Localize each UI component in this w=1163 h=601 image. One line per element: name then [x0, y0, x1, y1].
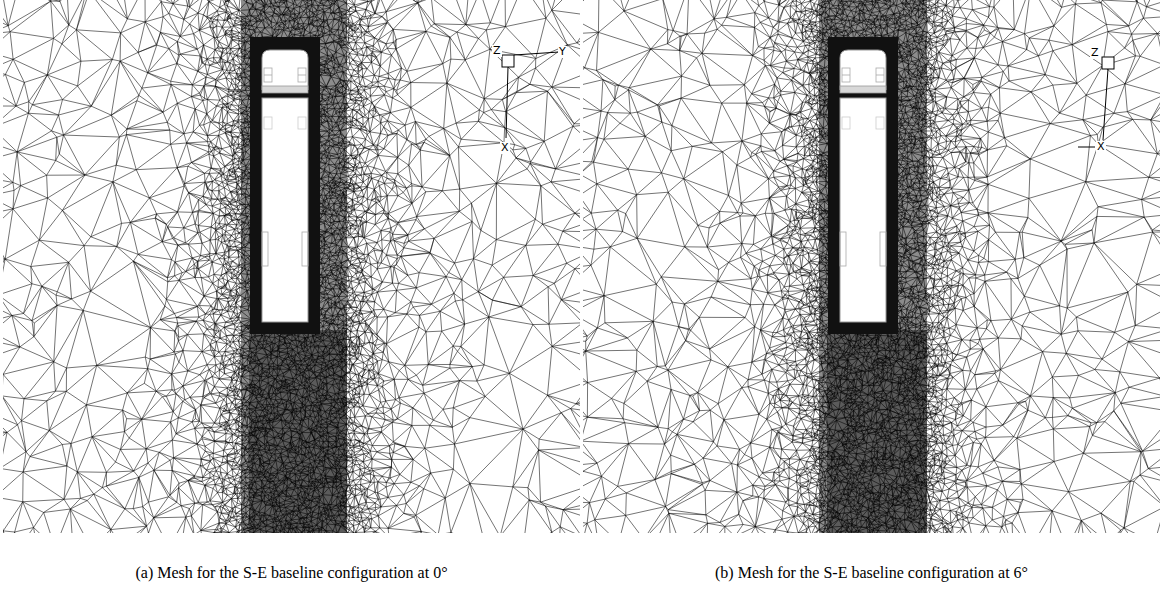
vehicle-outline [840, 50, 886, 322]
mesh-panel [3, 0, 580, 533]
mesh-lines [3, 0, 580, 533]
subfigure-caption: (a) Mesh for the S-E baseline configurat… [3, 563, 580, 582]
axis-label: Z [492, 45, 502, 57]
axis-triad [1078, 57, 1114, 147]
axis-label: X [500, 142, 510, 154]
near-body-layer [828, 37, 898, 334]
mesh-lines [583, 0, 1160, 533]
vehicle-outline [262, 50, 308, 322]
axis-triad [502, 52, 559, 138]
subfigure-caption: (b) Mesh for the S-E baseline configurat… [583, 563, 1160, 582]
axis-label: Z [1090, 47, 1100, 59]
refinement-band [241, 0, 347, 533]
axis-label: X [1096, 141, 1106, 153]
near-body-layer [250, 37, 320, 334]
triangle-mesh [3, 0, 580, 533]
mesh-panel [583, 0, 1160, 533]
wake-refinement [827, 330, 927, 533]
triangle-mesh [583, 0, 1160, 533]
axis-label: Y [558, 46, 567, 58]
refinement-band [819, 0, 927, 533]
wake-refinement [249, 330, 347, 533]
